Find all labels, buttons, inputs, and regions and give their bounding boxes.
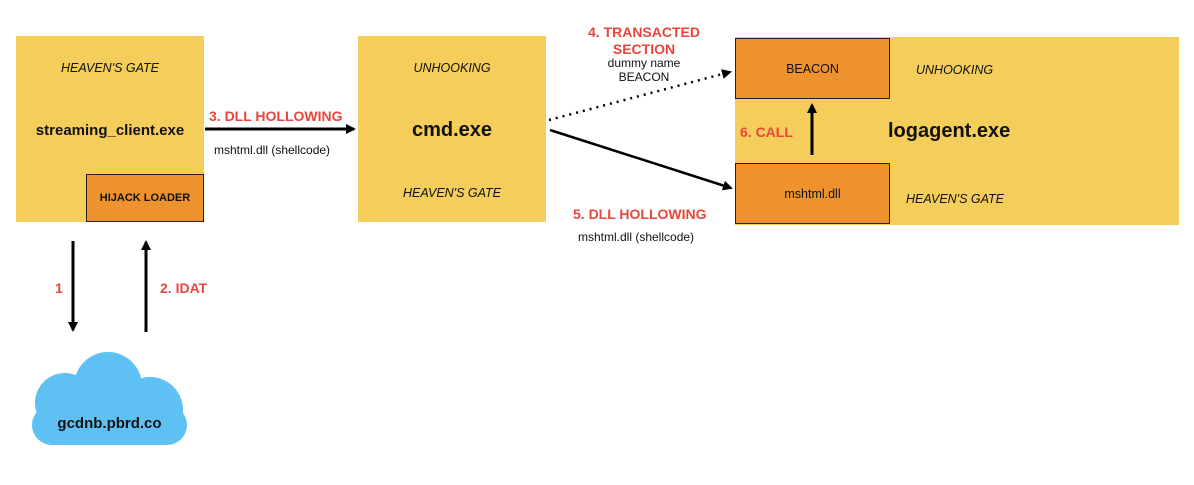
cmd-unhooking-label: UNHOOKING	[413, 61, 491, 75]
cloud-domain-label: gcdnb.pbrd.co	[57, 415, 162, 432]
arrow-5-dll-hollowing	[549, 128, 733, 191]
streaming-client-heavens-gate-label: HEAVEN'S GATE	[60, 61, 160, 75]
hijack-loader-box: HIJACK LOADER	[86, 174, 204, 222]
cmd-title: cmd.exe	[411, 119, 493, 141]
edge-1-label: 1	[55, 280, 63, 296]
edge-4-label-line2: SECTION	[612, 41, 676, 57]
streaming-client-title: streaming_client.exe	[35, 122, 185, 139]
edge-3-sublabel: mshtml.dll (shellcode)	[214, 143, 331, 157]
logagent-unhooking-label: UNHOOKING	[916, 63, 994, 77]
edge-5-label: 5. DLL HOLLOWING	[573, 206, 707, 222]
cmd-heavens-gate-label: HEAVEN'S GATE	[402, 186, 502, 200]
edge-3-label: 3. DLL HOLLOWING	[209, 108, 343, 124]
cmd-process-box	[358, 36, 546, 222]
edge-5-sublabel: mshtml.dll (shellcode)	[578, 230, 695, 244]
beacon-box: BEACON	[735, 38, 890, 99]
cloud-shape	[32, 352, 187, 445]
edge-4-sublabel-line1: dummy name	[607, 56, 681, 70]
edge-2-label: 2. IDAT	[160, 280, 208, 296]
logagent-heavens-gate-label: HEAVEN'S GATE	[906, 192, 1005, 206]
edge-6-label: 6. CALL	[740, 124, 793, 140]
edge-4-label-line1: 4. TRANSACTED	[587, 24, 700, 40]
beacon-label: BEACON	[786, 61, 839, 76]
hijack-loader-label: HIJACK LOADER	[99, 192, 191, 204]
mshtml-dll-box: mshtml.dll	[735, 163, 890, 224]
mshtml-dll-label: mshtml.dll	[784, 186, 841, 201]
logagent-title: logagent.exe	[888, 120, 1011, 142]
edge-4-sublabel-line2: BEACON	[618, 70, 670, 84]
